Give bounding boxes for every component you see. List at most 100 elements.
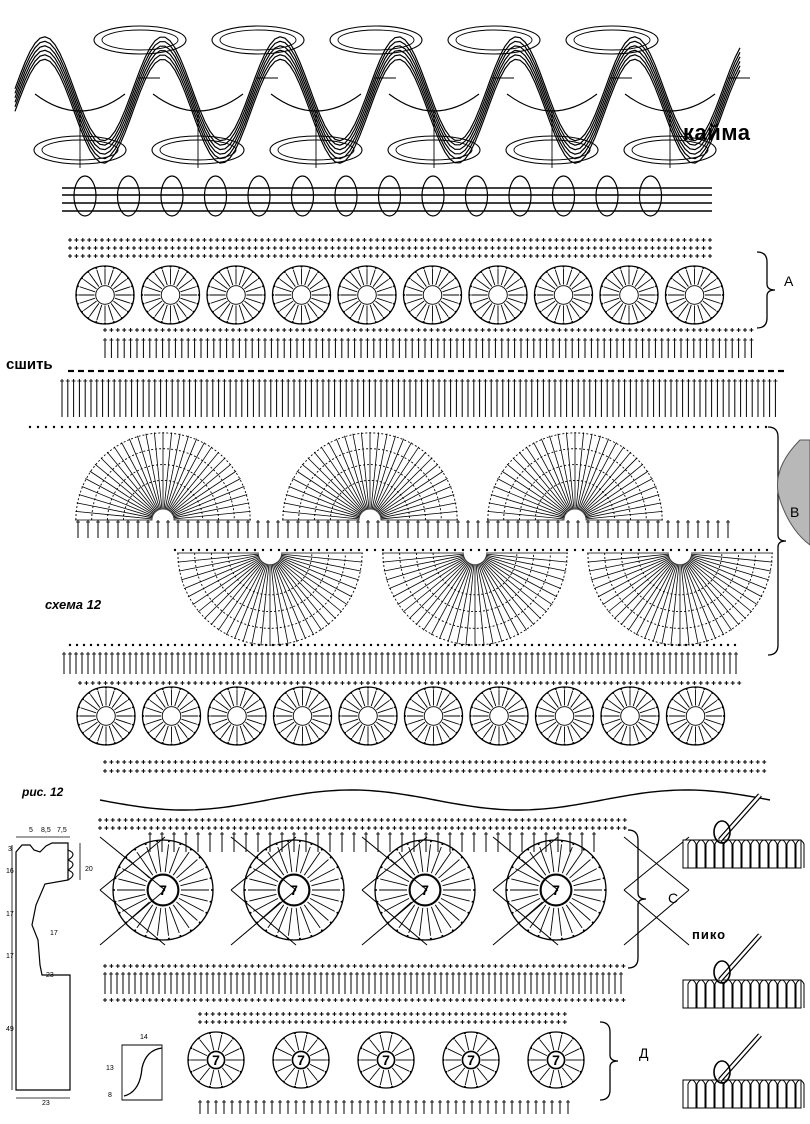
motif-spoke [507,699,521,711]
motif-dot [546,692,549,695]
motif-dot [409,731,412,734]
chain-dot [612,425,616,429]
motif-dot [535,302,538,305]
motif-spoke [638,297,655,304]
motif-spoke [308,724,319,738]
motif-spoke [442,297,459,304]
chain-dot [60,425,64,429]
motif-spoke [377,718,394,725]
motif-dot [262,302,265,305]
motif-dot [258,731,261,734]
border-fan [34,93,126,112]
motif-spoke [571,300,586,312]
motif-dot [717,731,720,734]
motif-spoke [162,725,169,742]
motif-dot [144,843,147,846]
motif-spoke [705,718,722,725]
motif-spoke [179,721,194,733]
motif-dot [343,277,346,280]
motif-dot [95,266,98,269]
motif-dot [143,723,146,726]
chain-dot [131,643,135,647]
motif-spoke [506,300,520,312]
motif-dot [666,285,669,288]
motif-dot [606,731,609,734]
chain-dot [460,643,464,647]
motif-spoke [369,269,376,286]
motif-dot [467,866,470,869]
motif-spoke [359,725,366,742]
circular-motif: 7 [374,839,476,941]
motif-spoke [376,286,393,293]
motif-spoke [704,297,721,304]
motif-dot [448,271,451,274]
chain-dot [348,425,352,429]
motif-spoke [80,707,97,714]
motif-dot [470,706,473,709]
motif-spoke [417,694,428,708]
chain-dot [145,643,149,647]
motif-spoke [705,707,722,714]
chain-dot [320,643,324,647]
chain-dot [600,643,604,647]
chain-dot [355,643,359,647]
motif-dot [324,731,327,734]
motif-dot [205,911,208,914]
motif-dot [298,937,301,940]
motif-dot [265,848,268,851]
motif-spoke [573,878,601,887]
motif-dot [601,723,604,726]
chain-dot [156,425,160,429]
motif-spoke [612,303,624,317]
motif-dot [711,692,714,695]
motif-dot [329,856,332,859]
motif-spoke [572,721,587,733]
motif-spoke [295,844,300,873]
motif-spoke [192,1048,208,1057]
motif-dot [571,266,574,269]
motif-dot [169,265,172,268]
motif-spoke [672,278,687,290]
motif-dot [720,302,723,305]
chain-dot [636,425,640,429]
motif-dot [127,698,130,701]
motif-dot [287,840,290,843]
motif-dot [651,698,654,701]
motif-number: 7 [159,882,167,898]
motif-dot [591,715,594,717]
chain-dot [293,548,297,552]
motif-dot [239,1070,242,1073]
motif-spoke [288,844,293,873]
chain-dot [28,425,32,429]
motif-dot [619,266,622,269]
motif-dot [602,900,605,903]
motif-dot [637,687,640,690]
motif-dot [393,302,396,305]
motif-dot [344,731,347,734]
motif-dot [539,310,542,313]
motif-dot [249,911,252,914]
chain-dot [173,643,177,647]
chain-dot [333,548,337,552]
motif-dot [721,723,724,726]
motif-dot [186,316,189,319]
motif-spoke [440,897,466,912]
motif-dot [460,715,463,717]
motif-spoke [443,718,460,725]
chain-dot [444,425,448,429]
motif-spoke [426,844,431,873]
chain-dot [635,643,639,647]
motif-spoke [538,707,555,714]
motif-dot [498,743,500,746]
motif-dot [324,698,327,701]
motif-dot [317,316,320,319]
circular-motif: 7 [112,839,214,941]
chain-dot [716,425,720,429]
motif-dot [441,934,444,937]
motif-spoke [84,699,98,711]
chain-dot [509,643,513,647]
motif-dot [599,294,602,296]
motif-center-ring [685,706,706,726]
border-loop [211,25,305,55]
motif-dot [343,310,346,313]
